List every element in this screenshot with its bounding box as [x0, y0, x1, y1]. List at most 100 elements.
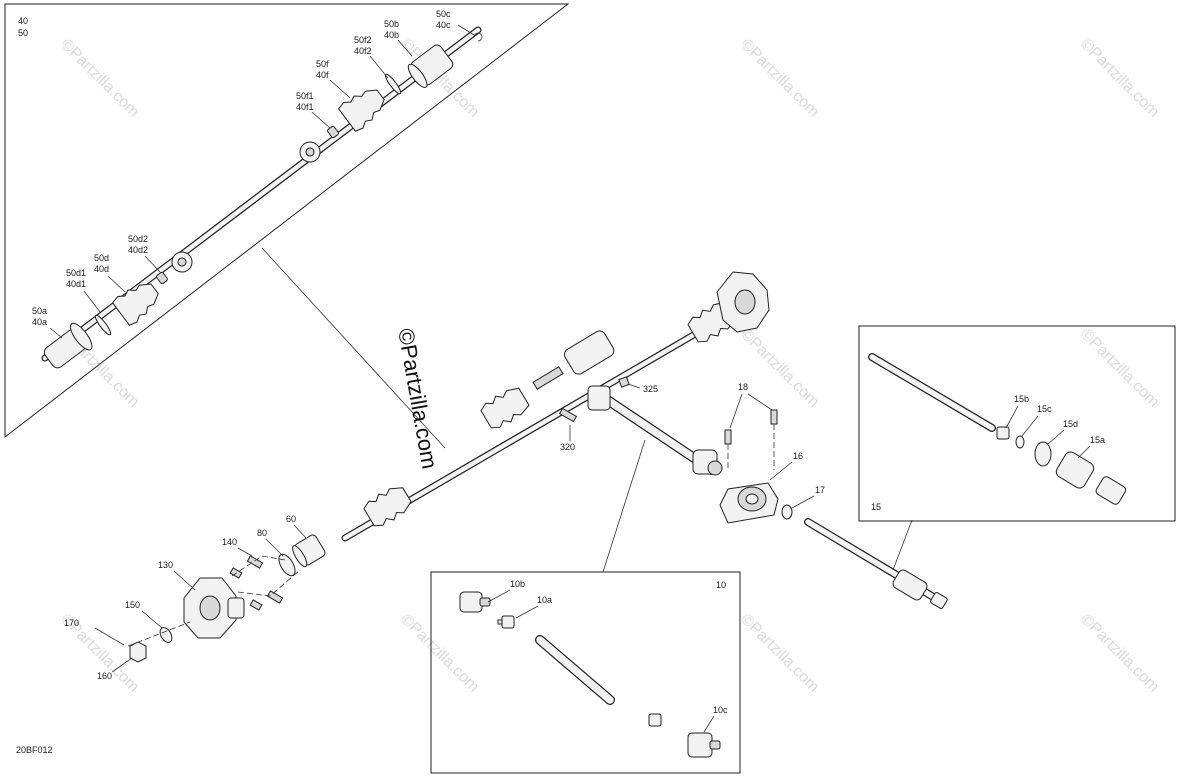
boot-clamp-50f2	[384, 73, 402, 95]
rear-cv-housing	[563, 330, 615, 375]
inner-cv-housing	[407, 44, 454, 88]
front-cv-boot	[363, 487, 412, 527]
leader-150	[141, 610, 163, 629]
label-50b: 50b	[384, 19, 399, 29]
clip-15c	[1015, 435, 1025, 449]
inset-connector-line	[261, 247, 446, 449]
inset-frame-main	[4, 3, 570, 439]
cv-boot-50f	[337, 89, 385, 132]
leader-17	[791, 495, 815, 509]
label-40c: 40c	[436, 20, 451, 30]
watermark: ©Partzilla.com	[737, 326, 822, 411]
leader-10b	[487, 589, 511, 603]
leader-50d1	[83, 290, 101, 313]
center-watermark: ©Partzilla.com	[393, 327, 442, 471]
leader-50f2	[369, 55, 389, 79]
yoke-rear	[692, 449, 723, 476]
label-325: 325	[643, 384, 658, 394]
inset-frame-15	[858, 325, 1176, 522]
leader-18	[729, 393, 773, 429]
bolt-140-lower	[249, 590, 284, 611]
leader-15c	[1021, 415, 1039, 437]
leader-325	[627, 383, 641, 389]
leader-160	[111, 657, 133, 673]
leader-50d2	[144, 255, 161, 273]
label-170: 170	[64, 618, 79, 628]
label-50f1: 50f1	[296, 91, 314, 101]
label-18: 18	[738, 382, 748, 392]
cotter-pin-170	[94, 627, 125, 646]
label-40b: 40b	[384, 30, 399, 40]
label-320: 320	[560, 442, 575, 452]
inset-label-40: 40	[18, 16, 28, 26]
label-40f: 40f	[316, 70, 329, 80]
label-80: 80	[257, 528, 267, 538]
label-10a: 10a	[537, 595, 552, 605]
shaft-10	[535, 635, 615, 705]
center-bearing-16	[719, 482, 779, 524]
propeller-shaft	[587, 385, 723, 476]
housing-end-15a	[1095, 476, 1127, 505]
leader-50c	[457, 24, 475, 36]
leader-16	[769, 461, 793, 481]
label-50d2: 50d2	[128, 234, 148, 244]
leader-10c	[703, 715, 715, 733]
label-10b: 10b	[510, 579, 525, 589]
leader-140	[237, 547, 253, 557]
bearing-60	[292, 534, 326, 568]
dashed-guide-upper	[231, 555, 286, 577]
label-60: 60	[286, 514, 296, 524]
leader-50d	[107, 275, 126, 293]
label-160: 160	[97, 671, 112, 681]
leader-50f1	[311, 111, 331, 129]
ring-15d	[1034, 441, 1052, 467]
label-140: 140	[222, 537, 237, 547]
leader-50f	[329, 79, 351, 99]
label-15a: 15a	[1090, 435, 1105, 445]
bolt-320	[558, 407, 578, 423]
label-15b: 15b	[1014, 394, 1029, 404]
leader-50a	[49, 327, 63, 339]
rear-propeller-shaft	[804, 518, 948, 610]
yoke-front	[587, 385, 611, 411]
spider-10a-lower	[648, 713, 662, 727]
cv-boot-50d	[111, 283, 159, 326]
inset-10-connector	[602, 439, 646, 573]
watermark: ©Partzilla.com	[1077, 36, 1162, 121]
label-10c: 10c	[713, 705, 728, 715]
hub-130	[183, 577, 245, 639]
washer-150	[159, 627, 173, 643]
boot-clamp-50d1	[94, 314, 112, 336]
label-16: 16	[793, 451, 803, 461]
label-40f2: 40f2	[354, 46, 372, 56]
spider-10a	[497, 615, 515, 629]
diagram-code: 20BF012	[16, 745, 53, 755]
circlip-50c	[473, 32, 483, 42]
label-50d1: 50d1	[66, 268, 86, 278]
label-50a: 50a	[32, 306, 47, 316]
label-15d: 15d	[1063, 419, 1078, 429]
bolt-18-right	[770, 409, 778, 425]
bolt-18-left	[724, 429, 732, 445]
leader-15b	[1005, 405, 1019, 429]
inset-labels: 50c 40c 50b 40b 50f2 40f2 50f 40f 50f1 4…	[32, 9, 475, 339]
half-shaft-assembly	[41, 26, 483, 369]
label-50c: 50c	[436, 9, 451, 19]
nut-160	[129, 641, 147, 663]
boot-clamp-50d2	[156, 271, 168, 285]
leader-10a	[515, 605, 539, 619]
inset-label-10: 10	[716, 580, 726, 590]
label-50f: 50f	[316, 59, 329, 69]
dashed-guide-lower	[237, 569, 301, 597]
inner-race-2	[299, 141, 321, 163]
label-40d1: 40d1	[66, 279, 86, 289]
yoke-10c	[687, 732, 721, 758]
inset-label-15: 15	[871, 502, 881, 512]
leader-130	[173, 570, 196, 591]
label-40f1: 40f1	[296, 102, 314, 112]
watermark: ©Partzilla.com	[57, 36, 142, 121]
leader-50b	[397, 39, 413, 57]
watermark: ©Partzilla.com	[737, 611, 822, 696]
label-40d: 40d	[94, 264, 109, 274]
